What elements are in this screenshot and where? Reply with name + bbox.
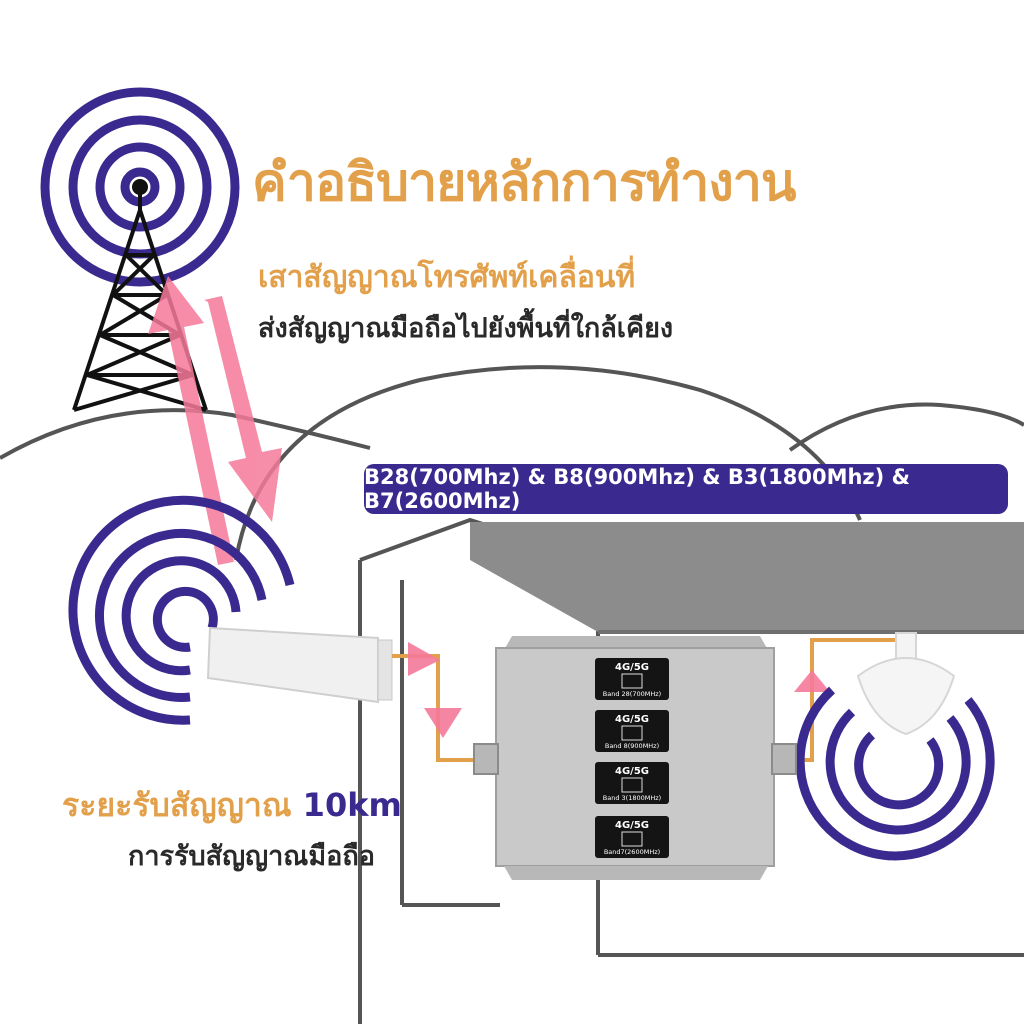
tower-heading: เสาสัญญาณโทรศัพท์เคลื่อนที่ [258, 260, 636, 295]
band-badge: 4G/5G [615, 714, 649, 725]
band-label: Band 28(700MHz) [603, 690, 661, 698]
band-display-panel: 4G/5G Band 8(900MHz) [595, 710, 669, 752]
yagi-antenna-icon [206, 626, 393, 704]
range-label: ระยะรับสัญญาณ [62, 786, 292, 824]
cable-direction-arrows [408, 642, 830, 738]
band-label: Band7(2600MHz) [604, 848, 660, 856]
signal-arrows [148, 276, 282, 565]
band-display-panel: 4G/5G Band 3(1800MHz) [595, 762, 669, 804]
background-hills [0, 365, 1024, 561]
ceiling-antenna-icon [856, 632, 956, 736]
uplink-arrow [148, 276, 243, 565]
roof-slab [470, 522, 1024, 632]
band-badge: 4G/5G [615, 820, 649, 831]
bands-banner: B28(700Mhz) & B8(900Mhz) & B3(1800Mhz) &… [364, 464, 1008, 514]
band-label: Band 8(900MHz) [605, 742, 659, 750]
band-label: Band 3(1800MHz) [603, 794, 661, 802]
range-value: 10km [302, 786, 402, 824]
band-display-panel: 4G/5G Band 28(700MHz) [595, 658, 669, 700]
band-badge: 4G/5G [615, 766, 649, 777]
range-description: การรับสัญญาณมือถือ [128, 841, 375, 872]
band-badge: 4G/5G [615, 662, 649, 673]
page-title: คำอธิบายหลักการทำงาน [252, 153, 796, 213]
indoor-signal-waves-icon [795, 686, 995, 861]
range-heading: ระยะรับสัญญาณ 10km [62, 780, 402, 831]
outdoor-signal-waves-icon [68, 495, 295, 725]
tower-description: ส่งสัญญาณมือถือไปยังพื้นที่ใกล้เคียง [258, 313, 674, 344]
downlink-arrow [204, 296, 282, 522]
tower-signal-waves-icon [40, 87, 240, 287]
band-display-panel: 4G/5G Band7(2600MHz) [595, 816, 669, 858]
